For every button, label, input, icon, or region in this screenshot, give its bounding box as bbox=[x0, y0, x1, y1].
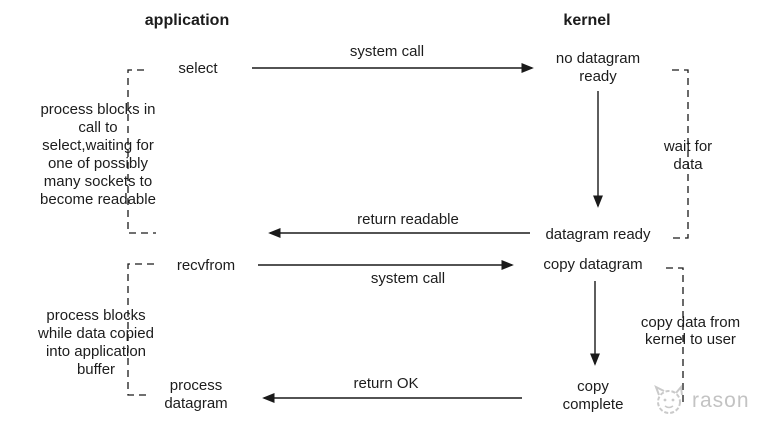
watermark-text: rason bbox=[692, 389, 750, 412]
rason-logo-icon bbox=[654, 384, 683, 414]
process-blocks-select-note: process blocks in call to select,waiting… bbox=[40, 101, 156, 208]
datagram-ready-step: datagram ready bbox=[545, 226, 651, 243]
wait-for-data-note: wait for data bbox=[663, 138, 713, 173]
recvfrom-step: recvfrom bbox=[176, 257, 236, 274]
copy-data-note: copy data from kernel to user bbox=[640, 314, 741, 348]
copy-complete-step: copy complete bbox=[562, 378, 624, 413]
return-readable-label: return readable bbox=[357, 211, 459, 228]
kernel-wait-bracket bbox=[670, 69, 689, 239]
app-block-bracket-1 bbox=[127, 69, 156, 234]
app-block-bracket-2 bbox=[127, 263, 154, 396]
application-header: application bbox=[144, 12, 230, 29]
system-call-2-label: system call bbox=[370, 270, 446, 287]
return-ok-label: return OK bbox=[353, 375, 419, 392]
copy-datagram-step: copy datagram bbox=[543, 256, 643, 273]
kernel-copy-bracket bbox=[666, 267, 684, 402]
no-datagram-ready-step: no datagram ready bbox=[555, 50, 641, 85]
select-step: select bbox=[178, 60, 218, 77]
process-datagram-step: process datagram bbox=[164, 377, 228, 412]
kernel-header: kernel bbox=[563, 12, 611, 29]
system-call-1-label: system call bbox=[349, 43, 425, 60]
process-blocks-copy-note: process blocks while data copied into ap… bbox=[38, 307, 154, 378]
